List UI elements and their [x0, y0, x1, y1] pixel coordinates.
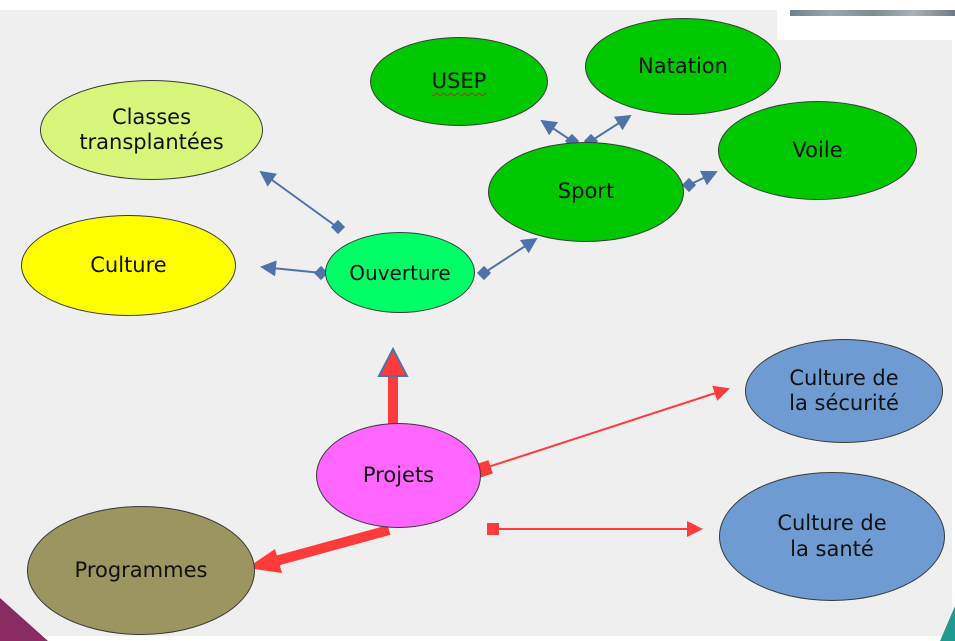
diamond-sport-voile — [681, 177, 697, 193]
node-label-culture-securite: Culture de la sécurité — [789, 365, 899, 415]
square-projets-culture-sante — [487, 523, 499, 535]
connector-ouverture-classes — [259, 170, 338, 228]
corner-image-thumbnail — [777, 0, 955, 40]
node-sport: Sport — [488, 142, 684, 242]
node-label-classes-transplantees: Classes transplantées — [79, 104, 224, 154]
thumbnail-strip — [790, 10, 955, 16]
node-projets: Projets — [316, 423, 481, 528]
diamond-ouverture-classes — [330, 219, 346, 235]
node-label-projets: Projets — [362, 462, 435, 487]
node-classes-transplantees: Classes transplantées — [40, 80, 263, 180]
node-label-voile: Voile — [792, 137, 843, 162]
connector-ouverture-sport — [483, 237, 538, 274]
corner-triangle-left — [0, 598, 48, 641]
node-label-sport: Sport — [557, 179, 615, 204]
node-ouverture: Ouverture — [325, 232, 475, 313]
node-culture-sante: Culture de la santé — [719, 472, 945, 601]
node-label-usep: USEP — [431, 68, 487, 93]
connector-projets-culture-securite — [484, 385, 730, 469]
node-label-ouverture: Ouverture — [349, 260, 451, 285]
node-usep: USEP — [370, 37, 548, 126]
connector-projets-ouverture-head — [377, 346, 409, 377]
connector-ouverture-culture — [260, 260, 323, 277]
connector-projets-programmes-shaft — [270, 525, 391, 567]
node-programmes: Programmes — [27, 506, 255, 635]
node-label-natation: Natation — [638, 53, 728, 78]
node-culture: Culture — [21, 215, 236, 316]
connector-projets-programmes-head — [247, 549, 282, 573]
connector-sport-natation — [590, 114, 632, 142]
corner-triangle-right — [940, 606, 955, 641]
node-label-programmes: Programmes — [74, 557, 208, 582]
node-label-culture: Culture — [90, 252, 167, 277]
diamond-ouverture-sport — [476, 265, 492, 281]
node-culture-securite: Culture de la sécurité — [745, 339, 943, 443]
diamond-ouverture-culture — [313, 265, 329, 281]
node-natation: Natation — [585, 18, 781, 115]
connector-sport-usep — [540, 119, 573, 142]
node-voile: Voile — [718, 101, 917, 200]
node-label-culture-sante: Culture de la santé — [777, 511, 887, 561]
